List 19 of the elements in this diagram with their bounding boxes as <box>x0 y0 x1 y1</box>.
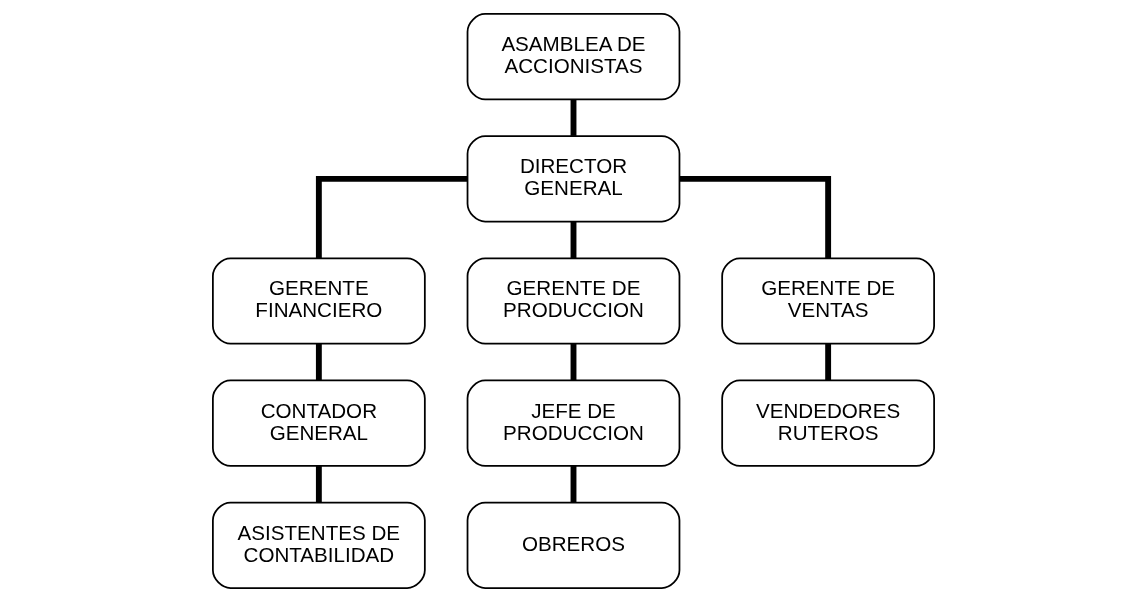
node-box: OBREROS <box>466 501 680 589</box>
node-box: CONTADOR GENERAL <box>211 379 426 467</box>
node-box: GERENTE DE VENTAS <box>720 257 935 345</box>
node-box: DIRECTOR GENERAL <box>466 135 680 223</box>
connector <box>824 343 831 381</box>
connector <box>570 343 576 381</box>
node-box: JEFE DE PRODUCCION <box>466 379 680 467</box>
node-box: VENDEDORES RUTEROS <box>720 379 935 467</box>
node-box: GERENTE DE PRODUCCION <box>466 257 680 345</box>
node-box: GERENTE FINANCIERO <box>211 257 426 345</box>
connector <box>570 221 576 259</box>
connector <box>570 99 576 136</box>
node-box: ASAMBLEA DE ACCIONISTAS <box>466 13 680 101</box>
connector <box>315 343 322 381</box>
connector <box>570 465 576 503</box>
connector <box>679 175 831 259</box>
connector <box>315 175 467 259</box>
node-box: ASISTENTES DE CONTABILIDAD <box>211 501 426 589</box>
connector <box>315 465 322 503</box>
